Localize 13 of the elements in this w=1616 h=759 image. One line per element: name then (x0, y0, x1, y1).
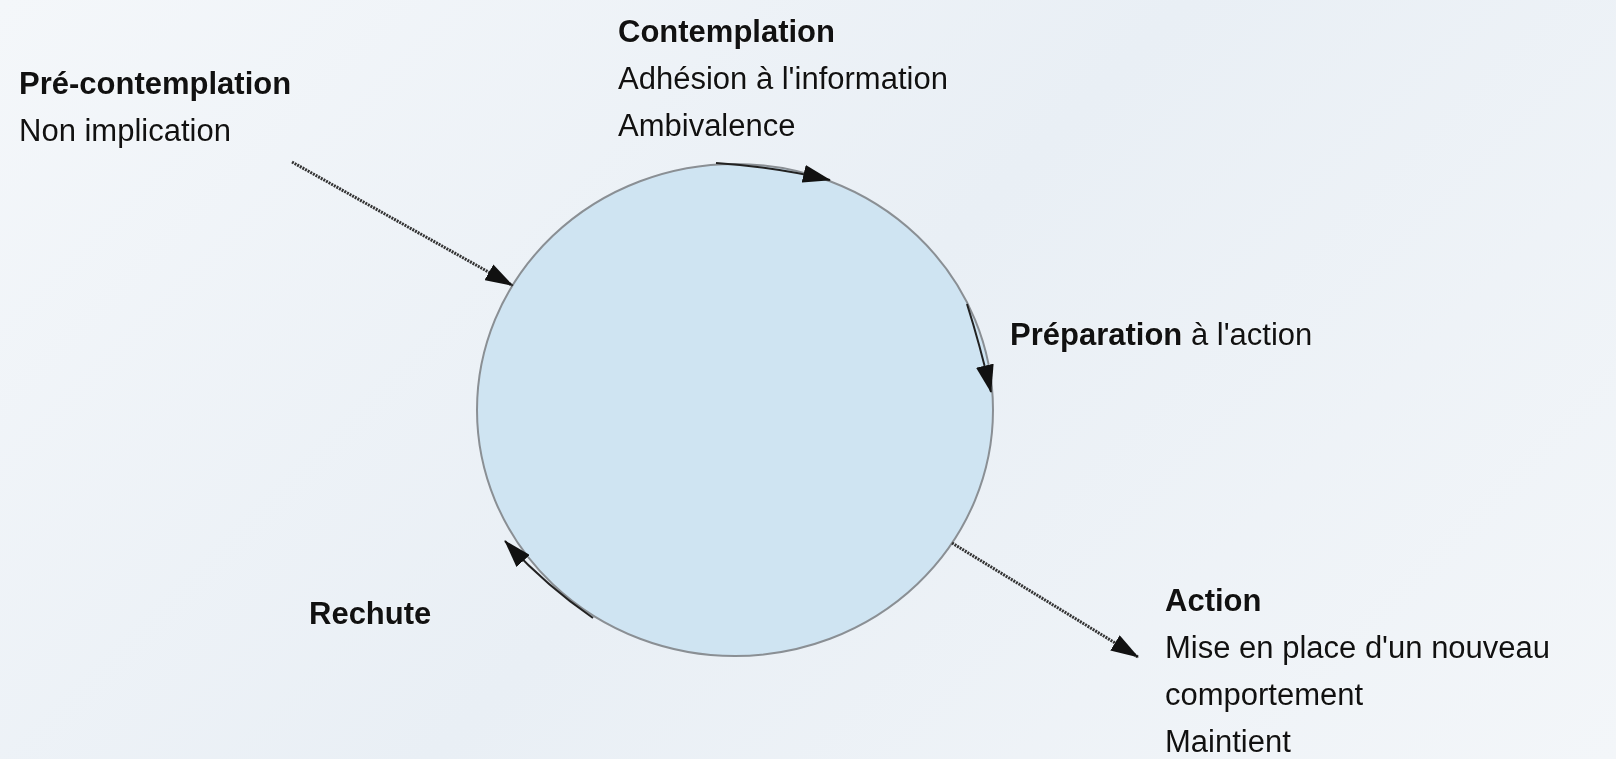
stage-title: Contemplation (618, 13, 836, 51)
stage-circle (476, 163, 994, 657)
arrow (951, 541, 1139, 659)
stage-title: Rechute (309, 595, 432, 633)
stage-title: Pré-contemplation (19, 65, 292, 103)
stage-description: Mise en place d'un nouveau comportement (1165, 629, 1552, 714)
stage-description: Maintient (1165, 723, 1292, 759)
stage-description: Adhésion à l'information (618, 60, 948, 98)
stage-title: Préparation à l'action (1010, 316, 1313, 354)
stage-description: Non implication (19, 112, 232, 150)
stage-title: Action (1165, 582, 1263, 620)
stage-description: Ambivalence (618, 107, 797, 145)
arrow (291, 160, 514, 287)
